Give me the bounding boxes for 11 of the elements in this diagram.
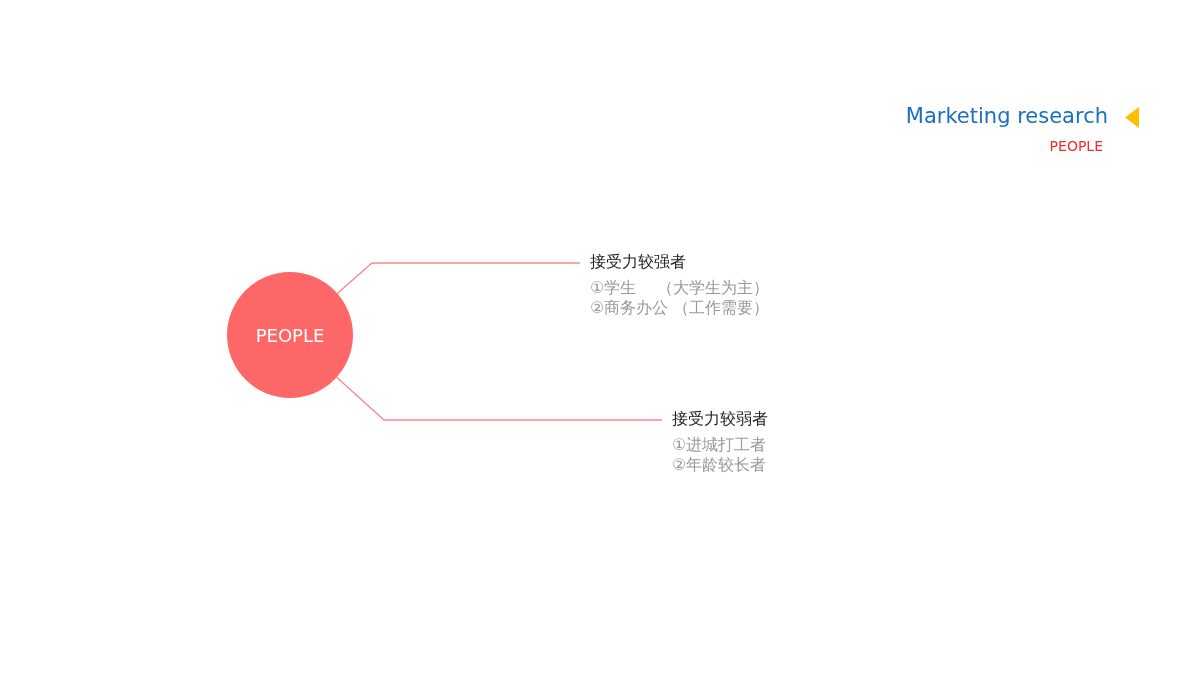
list-item: ②年龄较长者 bbox=[672, 455, 768, 475]
subtitle: PEOPLE bbox=[1049, 138, 1103, 154]
list-item: ①进城打工者 bbox=[672, 435, 768, 455]
connector-line bbox=[336, 262, 581, 295]
title: Marketing research bbox=[905, 104, 1108, 128]
list-item: ①学生 （大学生为主） bbox=[590, 278, 770, 298]
branch-heading: 接受力较强者 bbox=[590, 252, 687, 272]
branch-heading: 接受力较弱者 bbox=[672, 409, 768, 429]
circle-node: PEOPLE bbox=[227, 272, 353, 398]
list-item: ②商务办公 （工作需要） bbox=[590, 298, 770, 318]
connector-line bbox=[336, 376, 663, 421]
